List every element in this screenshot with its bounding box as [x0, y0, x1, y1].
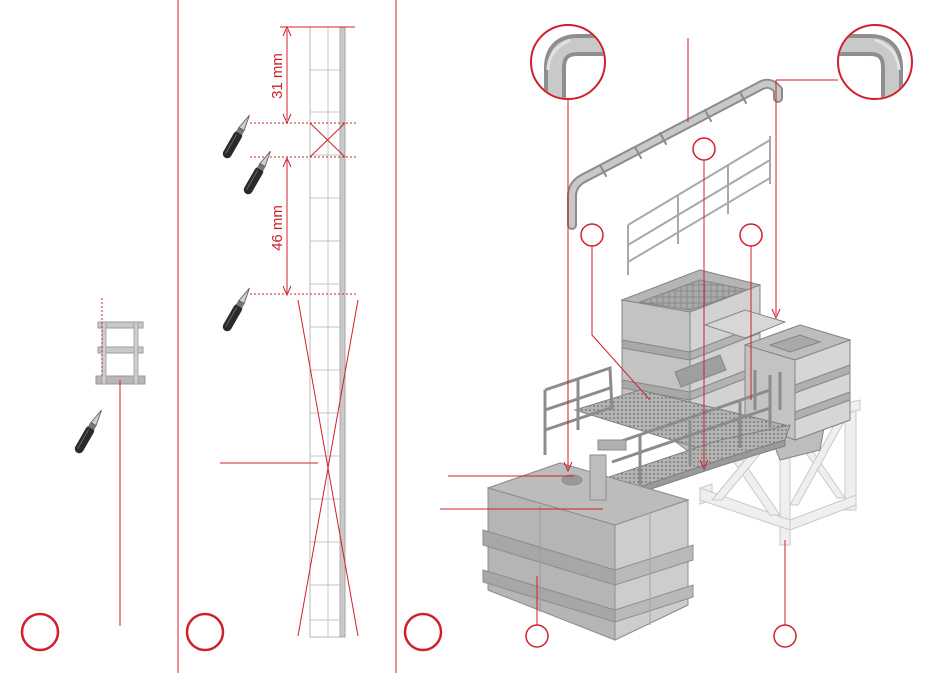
callout-circle	[740, 224, 762, 246]
ladder-piece	[96, 322, 145, 384]
dimension-label-bottom: 46 mm	[269, 205, 286, 251]
step-panel-3	[405, 25, 912, 650]
step-panel-2: 31 mm 46 mm	[187, 27, 358, 650]
dimension-label-top: 31 mm	[269, 53, 286, 99]
step-panel-1	[22, 298, 145, 650]
pipe-elbow-zoom	[531, 25, 620, 110]
callout-circle	[526, 625, 548, 647]
hobby-knife-icon	[242, 149, 274, 196]
step-number-circle	[22, 614, 58, 650]
dimension-guides	[220, 27, 358, 636]
hobby-knife-icon	[73, 408, 105, 455]
step-number-circle	[187, 614, 223, 650]
hobby-knife-icon	[221, 113, 253, 160]
step-number-circle	[405, 614, 441, 650]
pipe-elbow-zoom	[830, 25, 912, 110]
hobby-knife-icon	[221, 286, 253, 333]
long-ladder	[310, 27, 345, 637]
callout-circle	[774, 625, 796, 647]
callout-circle	[581, 224, 603, 246]
callout-circle	[693, 138, 715, 160]
